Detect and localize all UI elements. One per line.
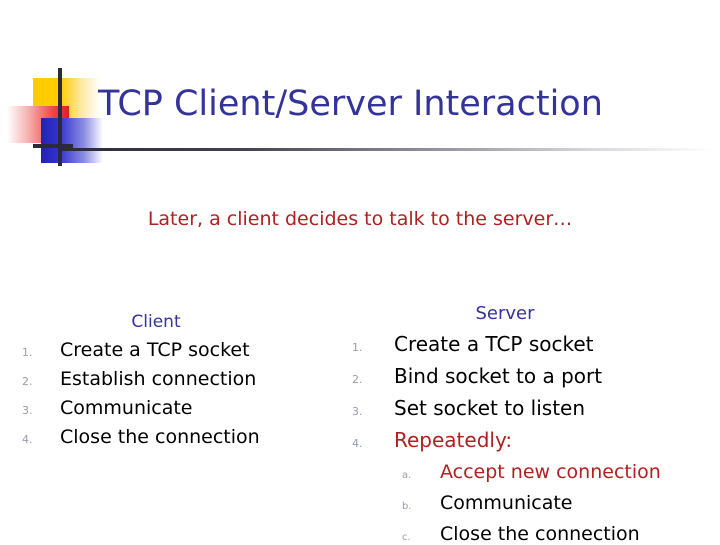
sub-list-item: c. Close the connection xyxy=(340,523,720,545)
list-marker: 2. xyxy=(22,375,33,388)
list-marker: 3. xyxy=(352,405,363,418)
list-marker: 4. xyxy=(352,437,363,450)
list-item: 2. Bind socket to a port xyxy=(340,364,720,388)
list-item-label: Create a TCP socket xyxy=(60,339,250,361)
list-marker: 4. xyxy=(22,433,33,446)
slide-title: TCP Client/Server Interaction xyxy=(98,84,603,124)
sub-list-item-label: Communicate xyxy=(440,492,573,514)
list-item-label: Repeatedly: xyxy=(394,428,513,452)
sub-list-item: b. Communicate xyxy=(340,492,720,514)
title-divider-rule xyxy=(62,148,712,151)
list-item: 4. Repeatedly: xyxy=(340,428,720,452)
client-column-heading: Client xyxy=(131,312,181,332)
list-marker: 1. xyxy=(22,346,33,359)
list-item-label: Bind socket to a port xyxy=(394,364,603,388)
list-marker: 1. xyxy=(352,341,363,354)
client-column: Client 1. Create a TCP socket 2. Establi… xyxy=(6,312,336,448)
list-item-label: Communicate xyxy=(60,397,193,419)
list-item-label: Create a TCP socket xyxy=(394,332,594,356)
sub-list-marker: a. xyxy=(402,470,412,481)
sub-list-item-label: Close the connection xyxy=(440,523,640,545)
decorative-logo-mark xyxy=(0,60,150,170)
server-column: Server 1. Create a TCP socket 2. Bind so… xyxy=(340,303,720,545)
server-column-heading: Server xyxy=(475,303,535,324)
logo-blue-square-icon xyxy=(41,118,103,163)
sub-list-marker: c. xyxy=(402,532,411,543)
sub-list-item-label: Accept new connection xyxy=(440,461,661,483)
sub-list-item: a. Accept new connection xyxy=(340,461,720,483)
list-item: 1. Create a TCP socket xyxy=(6,339,336,361)
list-item: 4. Close the connection xyxy=(6,426,336,448)
list-item-label: Set socket to listen xyxy=(394,396,586,420)
list-item: 3. Communicate xyxy=(6,397,336,419)
list-item: 3. Set socket to listen xyxy=(340,396,720,420)
list-item-label: Close the connection xyxy=(60,426,260,448)
list-item: 2. Establish connection xyxy=(6,368,336,390)
logo-vertical-line-icon xyxy=(58,68,62,166)
list-marker: 2. xyxy=(352,373,363,386)
slide-subtitle: Later, a client decides to talk to the s… xyxy=(147,208,573,230)
logo-horizontal-line-icon xyxy=(33,144,73,148)
sub-list-marker: b. xyxy=(402,501,412,512)
list-item-label: Establish connection xyxy=(60,368,257,390)
list-item: 1. Create a TCP socket xyxy=(340,332,720,356)
list-marker: 3. xyxy=(22,404,33,417)
